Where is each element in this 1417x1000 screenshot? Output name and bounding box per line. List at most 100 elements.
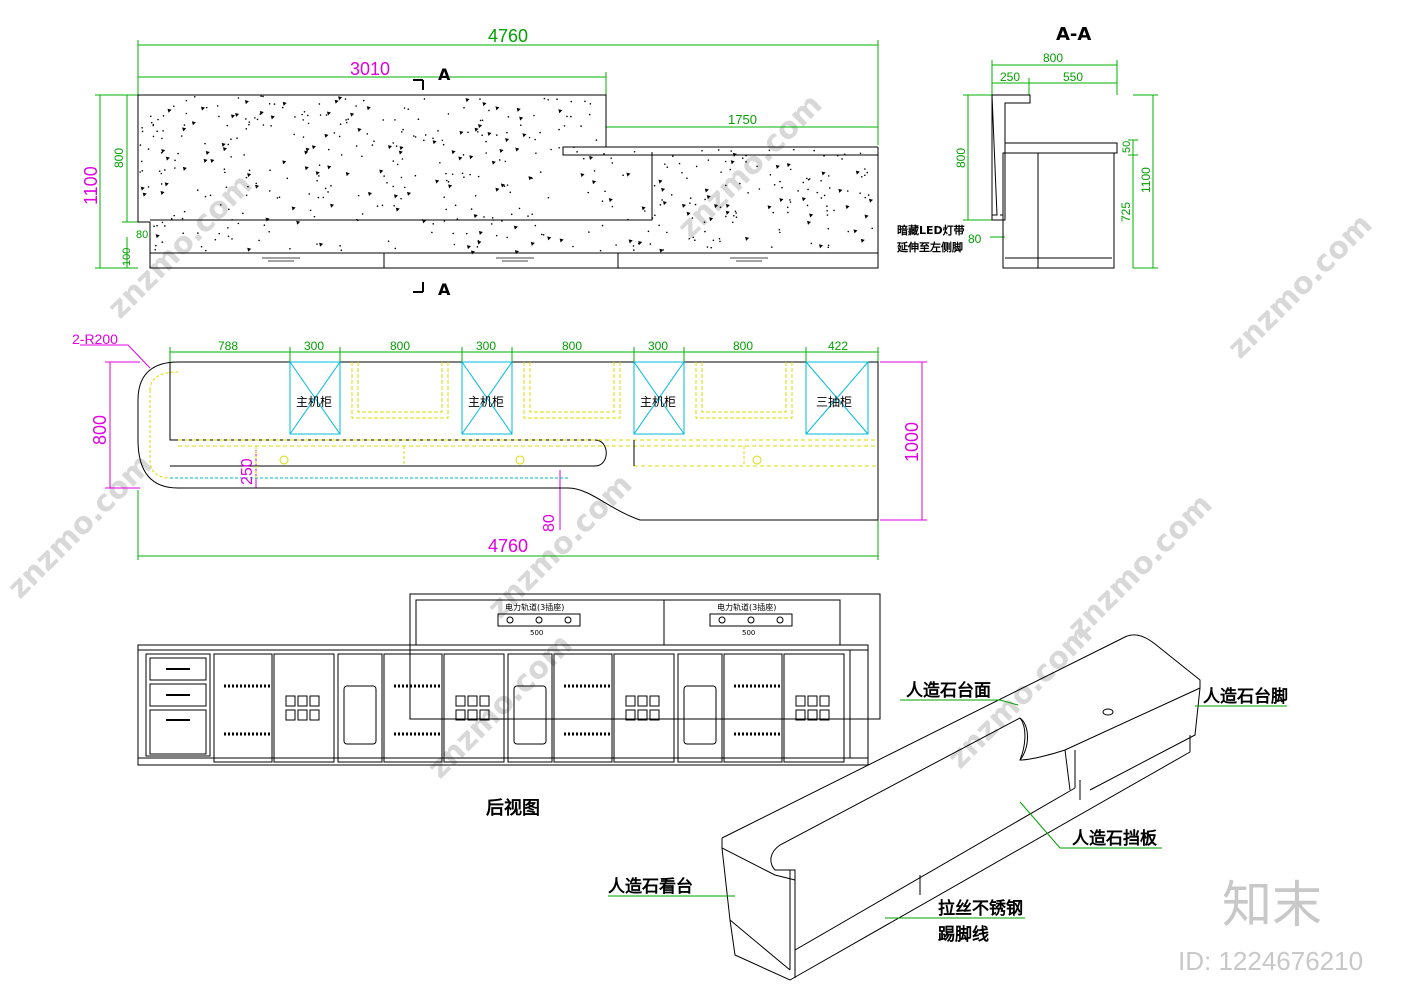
label-stone-counter: 人造石看台 <box>608 876 693 897</box>
speckle <box>157 118 159 121</box>
front-elevation-labels: 4760 3010 A A 1750 1100 800 80 100 <box>81 26 757 299</box>
speckle <box>712 239 715 242</box>
speckle <box>821 171 826 176</box>
speckle <box>611 162 614 164</box>
speckle <box>725 215 727 218</box>
speckle <box>694 203 697 206</box>
speckle <box>164 182 169 187</box>
speckle <box>661 199 663 201</box>
speckle <box>509 191 512 194</box>
section-dim-725: 725 <box>1119 202 1133 222</box>
rail-label-2: 电力轨道(3插座) <box>717 602 776 612</box>
speckle <box>282 101 287 106</box>
speckle <box>225 186 228 188</box>
speckle <box>210 159 215 164</box>
vent-cell <box>795 695 806 707</box>
vent-cell <box>637 709 648 721</box>
speckle <box>633 150 636 153</box>
speckle <box>174 167 176 169</box>
speckle <box>864 168 866 170</box>
led-note-line2: 延伸至左侧脚 <box>896 240 963 254</box>
speckle <box>808 178 811 180</box>
speckle <box>745 154 747 157</box>
speckle <box>787 211 789 214</box>
speckle <box>688 237 691 240</box>
speckle <box>806 177 808 180</box>
speckle <box>802 181 805 184</box>
speckle <box>230 114 235 119</box>
speckle <box>448 184 453 189</box>
speckle <box>268 230 270 233</box>
speckle <box>255 184 260 189</box>
speckle <box>315 171 320 176</box>
rear-view-caption: 后视图 <box>486 797 540 819</box>
speckle <box>769 173 772 176</box>
speckle <box>589 155 594 160</box>
speckle <box>470 208 473 210</box>
speckle <box>732 152 737 157</box>
speckle <box>255 182 258 185</box>
speckle <box>350 112 355 117</box>
speckle <box>506 131 508 134</box>
speckle <box>853 229 858 234</box>
speckle <box>686 211 691 216</box>
speckle <box>200 245 203 248</box>
speckle <box>173 214 176 217</box>
speckle <box>535 152 537 154</box>
speckle <box>209 194 212 197</box>
speckle <box>608 198 613 203</box>
speckle <box>259 110 264 115</box>
speckle <box>827 246 830 249</box>
speckle <box>649 243 652 245</box>
speckle <box>235 112 240 117</box>
speckle <box>589 103 592 105</box>
section-mark-top: A <box>438 65 451 84</box>
vent-cell <box>807 695 818 707</box>
speckle <box>474 194 477 197</box>
speckle <box>196 189 199 191</box>
speckle <box>859 152 862 155</box>
speckle <box>268 103 271 105</box>
speckle <box>706 195 711 200</box>
watermark-text: znzmo.com <box>671 87 830 246</box>
speckle <box>395 145 398 147</box>
speckle <box>504 160 507 163</box>
speckle <box>305 147 310 152</box>
speckle <box>588 231 590 233</box>
speckle <box>558 109 563 114</box>
speckle <box>647 230 650 233</box>
speckle <box>423 98 426 100</box>
speckle <box>573 146 575 148</box>
vent-cell <box>297 695 308 707</box>
speckle <box>153 225 155 227</box>
speckle <box>637 242 640 245</box>
speckle <box>161 241 164 243</box>
speckle <box>398 150 403 155</box>
vent-cell <box>637 695 648 707</box>
speckle <box>245 118 247 120</box>
speckle <box>467 131 469 134</box>
speckle <box>183 210 186 213</box>
led-note-line1: 暗藏LED灯带 <box>897 223 965 237</box>
speckle <box>447 113 450 115</box>
speckle <box>245 194 248 197</box>
speckle <box>786 206 789 209</box>
brand-id: ID: 1224676210 <box>1178 946 1363 976</box>
speckle <box>403 107 406 109</box>
speckle <box>345 119 347 121</box>
speckle <box>485 140 487 143</box>
speckle <box>807 178 810 181</box>
speckle <box>219 204 222 206</box>
speckle <box>846 190 849 192</box>
speckle <box>155 234 160 239</box>
speckle <box>580 173 585 178</box>
speckle <box>719 206 722 209</box>
vent-cell <box>649 695 660 707</box>
speckle <box>789 168 792 171</box>
speckle <box>324 133 329 138</box>
speckle <box>432 223 435 225</box>
speckle <box>327 191 329 193</box>
speckle <box>182 166 187 171</box>
speckle <box>725 204 730 209</box>
speckle <box>422 219 427 224</box>
